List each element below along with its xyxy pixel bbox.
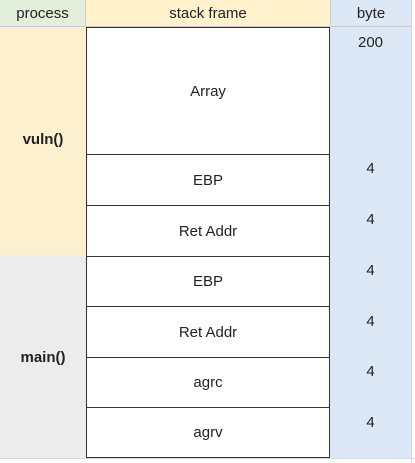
byte-value-ebp-main: 4 (366, 262, 375, 279)
byte-value-ebp-vuln: 4 (366, 160, 375, 177)
stack-frame-header: stack frame (86, 0, 330, 27)
frame-array: Array (86, 27, 330, 155)
process-label-main: main() (20, 349, 66, 366)
byte-value-agrc: 4 (366, 363, 375, 380)
byte-value-ret-addr-vuln: 4 (366, 211, 375, 228)
frame-ret-addr-main: Ret Addr (86, 306, 330, 358)
frame-ebp-vuln: EBP (86, 154, 330, 206)
byte-value-array: 200 (357, 34, 384, 51)
frame-agrc: agrc (86, 357, 330, 408)
process-label-vuln: vuln() (22, 131, 64, 148)
byte-value-agrv: 4 (366, 414, 375, 431)
byte-header: byte (330, 0, 411, 27)
byte-value-ret-addr-main: 4 (366, 313, 375, 330)
byte-column (330, 27, 411, 458)
main-process-section (0, 255, 86, 458)
grid-line-right (411, 0, 412, 463)
frame-ret-addr-vuln: Ret Addr (86, 205, 330, 257)
vuln-process-section (0, 27, 86, 255)
grid-line-bottom (0, 458, 415, 459)
frame-ebp-main: EBP (86, 256, 330, 307)
process-header: process (0, 0, 86, 27)
frame-agrv: agrv (86, 407, 330, 458)
